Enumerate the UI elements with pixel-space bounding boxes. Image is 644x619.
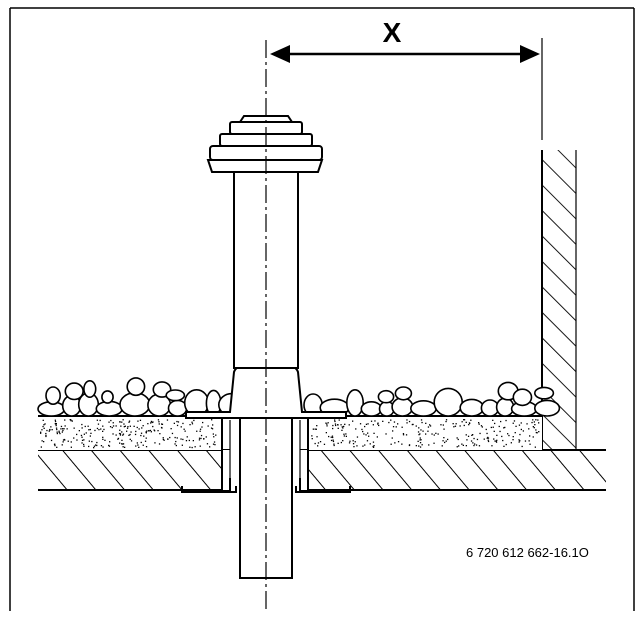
figure-reference-code: 6 720 612 662-16.1O — [466, 545, 589, 560]
arrow-right-icon — [520, 45, 540, 63]
insulation-layer — [38, 415, 542, 450]
flue-pipe-lower — [239, 409, 293, 579]
fixing-bracket-left — [181, 478, 237, 493]
fixing-bracket-right — [295, 478, 351, 493]
arrow-left-icon — [270, 45, 290, 63]
frame-border — [9, 7, 635, 611]
flue-terminal-cap — [206, 115, 324, 173]
dimension-x: X — [270, 17, 543, 140]
dimension-x-label: X — [383, 17, 402, 48]
roof-deck — [38, 449, 606, 491]
